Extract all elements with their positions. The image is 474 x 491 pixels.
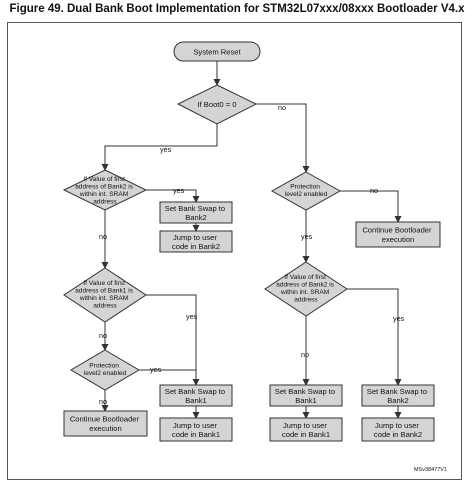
node-protection-right-line2: level2 enabled bbox=[285, 191, 328, 198]
edge-no-bank2-right: no bbox=[301, 350, 309, 359]
node-jump-bank1-right-line1: Jump to user bbox=[283, 421, 327, 430]
node-protection-left: Protection level2 enabled bbox=[70, 349, 140, 391]
node-protection-right-line1: Protection bbox=[290, 184, 320, 191]
node-protection-left-line2: level2 enabled bbox=[84, 370, 127, 377]
edge-yes-protection-left: yes bbox=[150, 365, 162, 374]
node-jump-bank1-left-line2: code in Bank1 bbox=[172, 430, 220, 439]
svg-text:Set Bank Swap to Bank1: Set Bank Swap to Bank1 bbox=[165, 387, 228, 405]
node-bank2-right-line3: within int. SRAM bbox=[280, 289, 329, 296]
edge-no-boot0: no bbox=[278, 103, 286, 112]
node-bank2-check-right: If Value of first address of Bank2 is wi… bbox=[264, 261, 348, 317]
node-set-swap-bank1-left: Set Bank Swap to Bank1 bbox=[159, 384, 233, 407]
node-continue-right: Continue Bootloader execution bbox=[355, 221, 441, 248]
edge-yes-bank1: yes bbox=[186, 312, 198, 321]
node-bank1-line2: address of Bank1 is bbox=[75, 288, 134, 295]
edge-yes-boot0: yes bbox=[160, 145, 172, 154]
node-system-reset: System Reset bbox=[173, 41, 261, 62]
svg-text:Continue Bootloader exec: Continue Bootloader execution bbox=[70, 415, 141, 434]
svg-text:Set Bank Swap to Bank2: Set Bank Swap to Bank2 bbox=[165, 204, 228, 222]
node-set-swap-bank2-right-line1: Set Bank Swap to bbox=[367, 387, 427, 396]
node-bank1-check: If Value of first address of Bank1 is wi… bbox=[63, 267, 147, 323]
svg-text:If Value of first addres: If Value of first address of Bank1 is wi… bbox=[75, 280, 135, 310]
node-continue-right-line2: execution bbox=[382, 235, 415, 244]
node-continue-right-line1: Continue Bootloader bbox=[362, 226, 432, 235]
svg-text:Protection level2 enable: Protection level2 enabled bbox=[84, 363, 127, 378]
node-if-boot0: If Boot0 = 0 bbox=[176, 84, 258, 125]
node-jump-bank1-right-line2: code in Bank1 bbox=[282, 430, 330, 439]
figure-code: MSv38477V1 bbox=[414, 467, 447, 473]
edge-yes-bank2-left: yes bbox=[173, 186, 185, 195]
svg-text:Set Bank Swap to Bank2: Set Bank Swap to Bank2 bbox=[367, 387, 430, 405]
svg-text:Continue Bootloader exec: Continue Bootloader execution bbox=[362, 226, 433, 245]
node-set-swap-bank1-left-line1: Set Bank Swap to bbox=[165, 387, 225, 396]
node-bank2-check-left: If Value of first address of Bank2 is wi… bbox=[62, 169, 148, 211]
node-bank2-right-line2: address of Bank2 is bbox=[276, 282, 335, 289]
svg-text:Jump to user code in Ban: Jump to user code in Bank1 bbox=[282, 421, 330, 439]
node-jump-bank2-left-line1: Jump to user bbox=[173, 233, 217, 242]
node-jump-bank1-left-line1: Jump to user bbox=[173, 421, 217, 430]
connectors bbox=[101, 61, 402, 419]
node-if-boot0-label: If Boot0 = 0 bbox=[197, 100, 236, 109]
node-jump-bank2-left: Jump to user code in Bank2 bbox=[159, 230, 233, 253]
node-bank1-line1: If Value of first bbox=[83, 280, 125, 287]
node-bank2-left-line4: address bbox=[93, 199, 117, 206]
node-set-swap-bank2-right-line2: Bank2 bbox=[387, 396, 409, 405]
node-jump-bank2-left-line2: code in Bank2 bbox=[172, 242, 220, 251]
svg-text:Jump to user code in Ban: Jump to user code in Bank2 bbox=[172, 233, 220, 251]
node-bank1-line4: address bbox=[93, 303, 117, 310]
svg-text:Jump to user code in Ban: Jump to user code in Bank2 bbox=[374, 421, 422, 439]
node-continue-left-line2: execution bbox=[89, 424, 122, 433]
edge-no-protection-right: no bbox=[370, 186, 378, 195]
node-jump-bank2-right-line2: code in Bank2 bbox=[374, 430, 422, 439]
diagram-frame bbox=[7, 22, 462, 480]
node-set-swap-bank2-left-line1: Set Bank Swap to bbox=[165, 204, 225, 213]
node-jump-bank2-right: Jump to user code in Bank2 bbox=[361, 417, 435, 442]
node-set-swap-bank2-right: Set Bank Swap to Bank2 bbox=[361, 384, 435, 407]
node-jump-bank1-left: Jump to user code in Bank1 bbox=[159, 417, 233, 442]
figure-title: Figure 49. Dual Bank Boot Implementation… bbox=[9, 3, 465, 15]
node-jump-bank1-right: Jump to user code in Bank1 bbox=[269, 417, 343, 442]
svg-text:If Value of first addres: If Value of first address of Bank2 is wi… bbox=[75, 176, 135, 206]
edge-no-bank2-left: no bbox=[99, 232, 107, 241]
node-bank2-left-line3: within int. SRAM bbox=[79, 191, 128, 198]
node-set-swap-bank1-left-line2: Bank1 bbox=[185, 396, 207, 405]
svg-text:Set Bank Swap to Bank1: Set Bank Swap to Bank1 bbox=[275, 387, 338, 405]
node-bank2-left-line2: address of Bank2 is bbox=[75, 184, 134, 191]
svg-text:If Value of first addres: If Value of first address of Bank2 is wi… bbox=[276, 274, 336, 304]
node-set-swap-bank2-left-line2: Bank2 bbox=[185, 213, 207, 222]
node-continue-left-line1: Continue Bootloader bbox=[70, 415, 140, 424]
node-set-swap-bank2-left: Set Bank Swap to Bank2 bbox=[159, 201, 233, 224]
svg-text:Jump to user code in Ban: Jump to user code in Bank1 bbox=[172, 421, 220, 439]
node-bank2-right-line4: address bbox=[294, 297, 318, 304]
node-system-reset-label: System Reset bbox=[193, 48, 241, 57]
node-protection-right: Protection level2 enabled bbox=[270, 171, 342, 211]
node-bank2-left-line1: If Value of first bbox=[83, 176, 125, 183]
svg-text:Protection level2 enable: Protection level2 enabled bbox=[285, 184, 328, 199]
edge-labels: yes no yes no yes no yes no no yes yes n… bbox=[99, 103, 405, 406]
node-set-swap-bank1-right-line1: Set Bank Swap to bbox=[275, 387, 335, 396]
node-set-swap-bank1-right-line2: Bank1 bbox=[295, 396, 317, 405]
edge-yes-protection-right: yes bbox=[301, 232, 313, 241]
node-bank2-right-line1: If Value of first bbox=[284, 274, 326, 281]
node-continue-left: Continue Bootloader execution bbox=[63, 410, 148, 437]
node-jump-bank2-right-line1: Jump to user bbox=[375, 421, 419, 430]
node-bank1-line3: within int. SRAM bbox=[79, 295, 128, 302]
edge-yes-bank2-right: yes bbox=[393, 314, 405, 323]
node-protection-left-line1: Protection bbox=[89, 363, 119, 370]
node-set-swap-bank1-right: Set Bank Swap to Bank1 bbox=[269, 384, 343, 407]
edge-no-protection-left: no bbox=[99, 397, 107, 406]
edge-no-bank1: no bbox=[99, 331, 107, 340]
